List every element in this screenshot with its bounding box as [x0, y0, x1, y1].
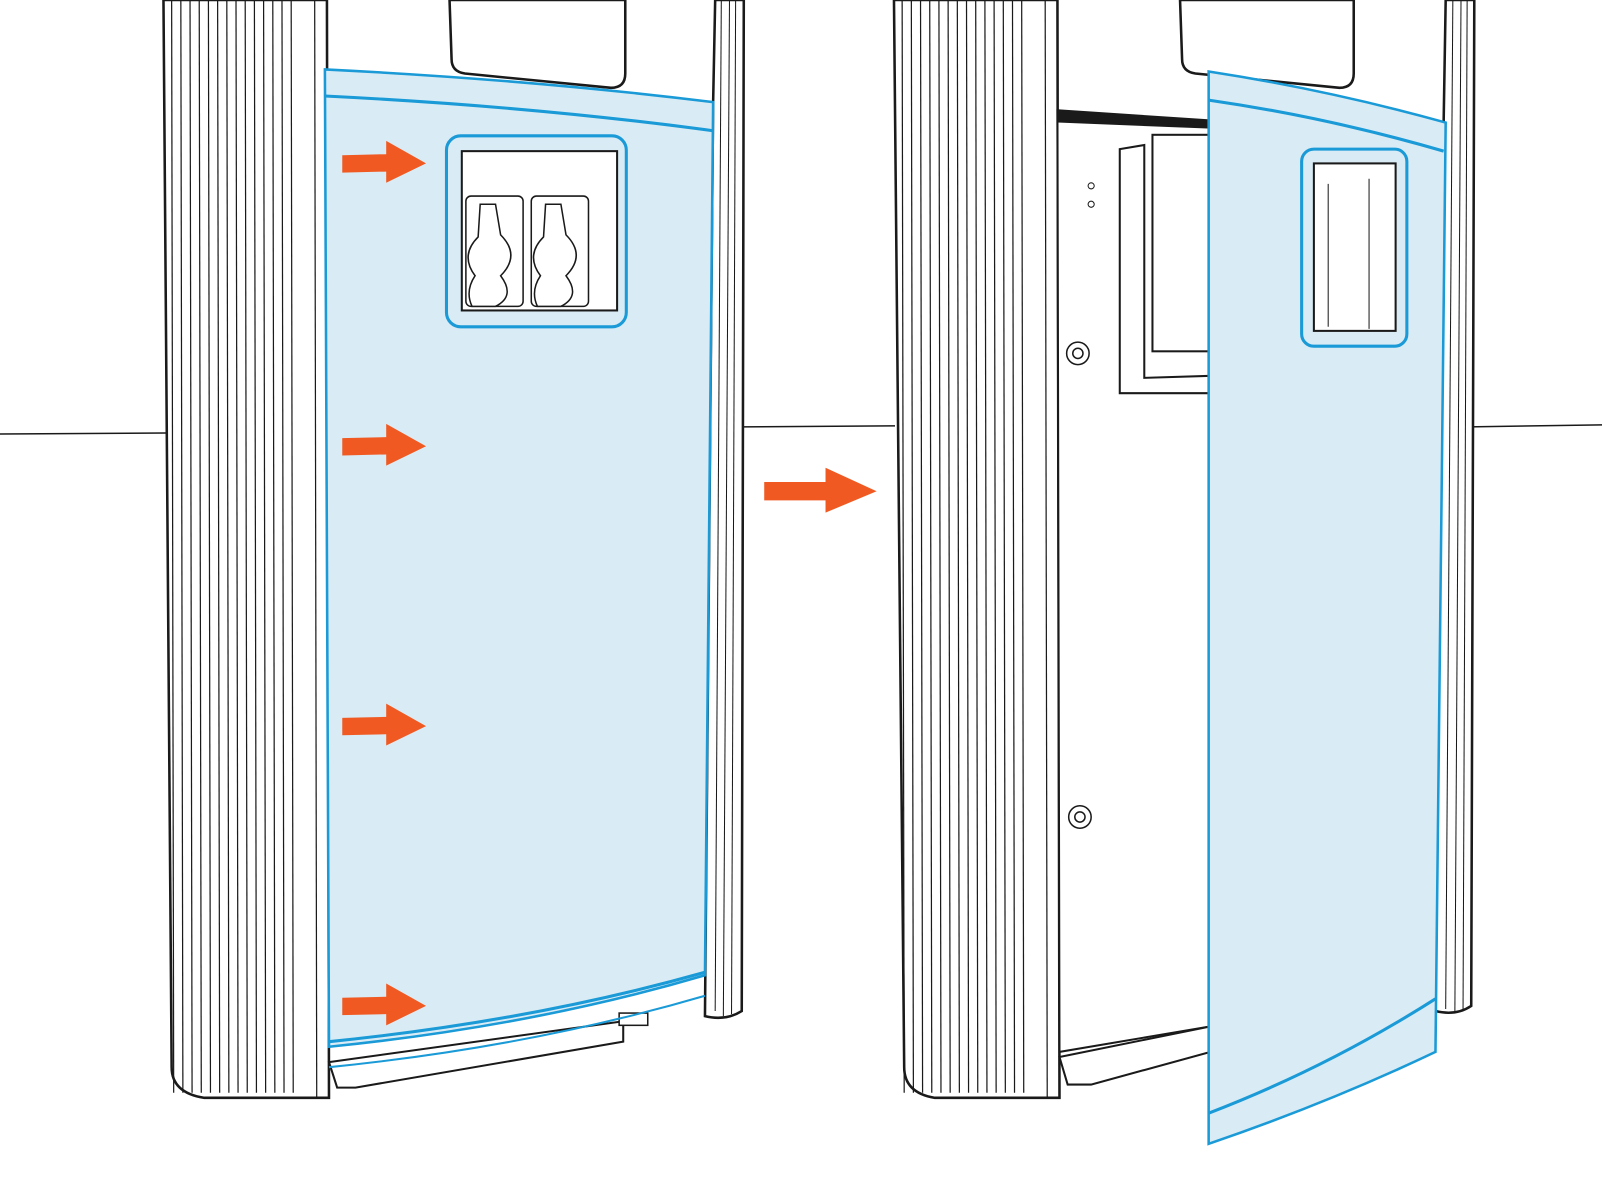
flute-line	[956, 0, 960, 1093]
flute-line	[901, 0, 905, 1093]
base-plinth-right	[1058, 1025, 1212, 1086]
screw	[1065, 341, 1092, 829]
arrow-right-icon	[342, 423, 427, 466]
display-screen	[448, 0, 627, 90]
flute-line	[281, 0, 285, 1093]
unit-before	[162, 0, 746, 1100]
flute-line	[993, 0, 997, 1093]
flute-line	[947, 0, 951, 1093]
flute-line	[198, 0, 202, 1093]
flute-line	[929, 0, 933, 1093]
column-flutes	[171, 0, 318, 1098]
unit-after	[892, 0, 1476, 1146]
flute-line	[189, 0, 193, 1093]
flute-line	[965, 0, 970, 1093]
flute-line	[272, 0, 276, 1093]
flute-line	[919, 0, 924, 1093]
flute-line	[984, 0, 988, 1093]
flute-line	[226, 0, 230, 1093]
flute-line	[244, 0, 248, 1093]
column-flutes	[901, 0, 1048, 1098]
flute-line	[1002, 0, 1006, 1093]
flute-line	[262, 0, 267, 1093]
flute-line	[180, 0, 184, 1093]
arrow-right-icon	[764, 467, 877, 513]
arrow-right-icon	[342, 140, 427, 183]
flute-line	[1021, 0, 1025, 1093]
flute-line	[290, 0, 294, 1093]
arrow-right-icon	[342, 703, 427, 746]
display-screen	[1178, 0, 1356, 90]
dispenser-nozzles	[465, 195, 590, 308]
arrow-right-icon	[342, 983, 427, 1026]
side-strip-lines	[714, 0, 737, 1017]
flute-line	[1011, 0, 1016, 1093]
push-arrows	[342, 140, 427, 1026]
flute-line	[217, 0, 221, 1093]
flute-line	[938, 0, 942, 1093]
flute-line	[171, 0, 175, 1093]
flute-line	[235, 0, 239, 1093]
flute-line	[207, 0, 212, 1093]
horizon-lines	[0, 424, 1602, 435]
flute-line	[910, 0, 914, 1093]
flute-line	[253, 0, 258, 1093]
flute-line	[975, 0, 979, 1093]
